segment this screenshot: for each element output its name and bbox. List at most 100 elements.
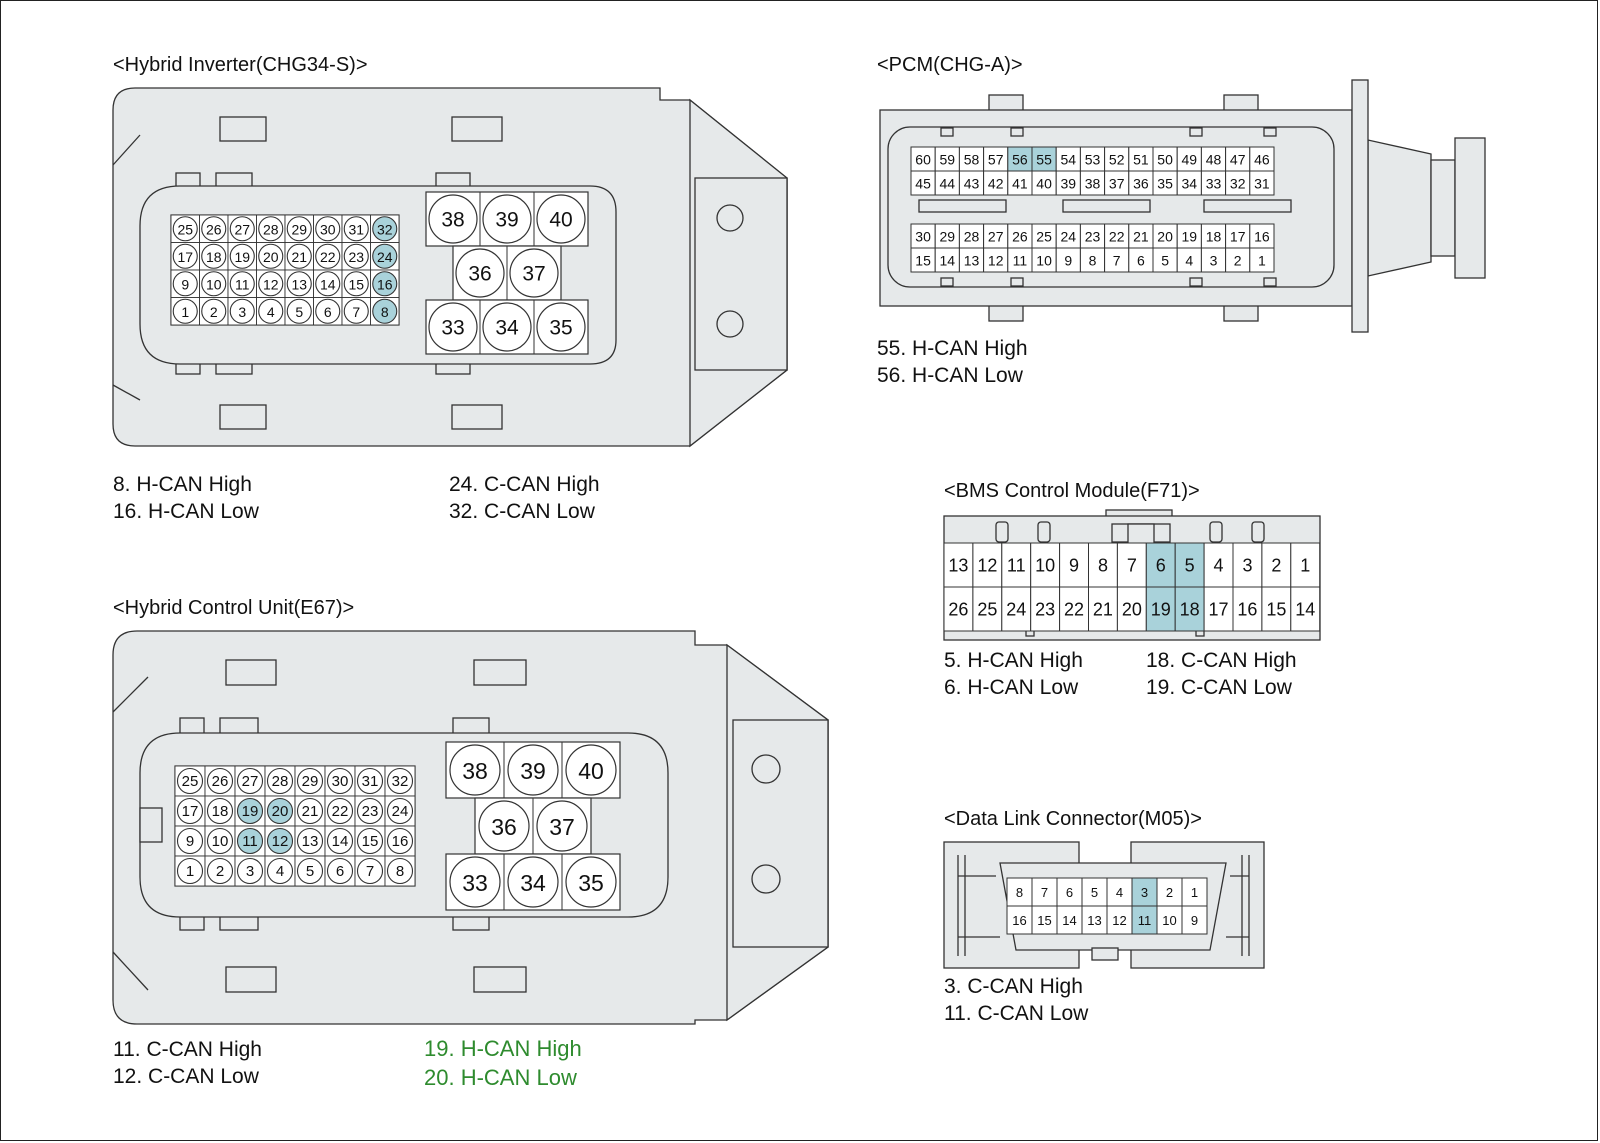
hcu-title: <Hybrid Control Unit(E67)> — [113, 597, 354, 619]
pin-number: 10 — [1035, 556, 1055, 576]
pin — [1152, 170, 1178, 196]
pin-number: 32 — [1230, 176, 1246, 192]
pin — [934, 247, 960, 273]
pin — [176, 827, 204, 855]
pin-number: 20 — [272, 803, 289, 820]
pin-number: 15 — [362, 833, 379, 850]
pin — [286, 271, 312, 297]
pin-number: 6 — [324, 304, 332, 320]
pin-number: 5 — [1185, 556, 1195, 576]
pin — [326, 827, 354, 855]
pin — [1001, 586, 1032, 632]
pin-number: 23 — [1085, 229, 1101, 245]
pin-number: 26 — [212, 773, 229, 790]
pin-number: 10 — [206, 276, 222, 292]
pin — [258, 298, 284, 324]
pin — [958, 223, 985, 249]
pin-number: 31 — [362, 773, 379, 790]
pin — [343, 216, 369, 242]
pin — [1290, 542, 1321, 588]
pin — [536, 194, 586, 244]
pin-number: 27 — [234, 221, 250, 237]
pin — [1116, 542, 1147, 588]
pin — [1007, 170, 1033, 196]
pin-number: 10 — [212, 833, 229, 850]
pin — [229, 216, 255, 242]
pin-number: 4 — [267, 304, 275, 320]
inverter-legend-item: 16. H-CAN Low — [113, 500, 260, 523]
pin-number: 10 — [1162, 913, 1176, 928]
pin-number: 24 — [392, 803, 409, 820]
pin-number: 54 — [1061, 152, 1077, 168]
pin — [1006, 905, 1033, 935]
pin-number: 9 — [186, 833, 194, 850]
pin-number: 22 — [1064, 600, 1084, 620]
pin — [296, 827, 324, 855]
pin-number: 6 — [336, 863, 344, 880]
pin — [296, 767, 324, 795]
pcm-title: <PCM(CHG-A)> — [877, 54, 1023, 76]
pin-number: 11 — [235, 276, 250, 292]
pin — [482, 194, 532, 244]
pin-number: 21 — [1133, 229, 1149, 245]
pin-number: 59 — [940, 152, 956, 168]
pin-number: 2 — [216, 863, 224, 880]
pin — [943, 542, 974, 588]
pin-number: 9 — [1069, 556, 1079, 576]
pin-number: 1 — [1258, 253, 1266, 269]
pin-number: 24 — [377, 249, 393, 265]
pin-number: 25 — [1036, 229, 1052, 245]
pin-number: 29 — [291, 221, 307, 237]
pin-number: 18 — [206, 249, 222, 265]
pin — [1106, 905, 1133, 935]
pin-number: 24 — [1061, 229, 1077, 245]
pin — [565, 856, 617, 908]
pin — [296, 857, 324, 885]
pin-number: 13 — [948, 556, 968, 576]
pin-number: 16 — [1012, 913, 1026, 928]
pin — [356, 797, 384, 825]
pin-highlighted — [372, 243, 398, 269]
pin — [449, 856, 501, 908]
pin-number: 10 — [1036, 253, 1052, 269]
pin-number: 16 — [1254, 229, 1270, 245]
pin-number: 24 — [1006, 600, 1026, 620]
pin — [1203, 586, 1234, 632]
pin-number: 51 — [1133, 152, 1149, 168]
pin-number: 1 — [186, 863, 194, 880]
inverter-legend-item: 24. C-CAN High — [449, 473, 600, 496]
pin — [455, 248, 505, 298]
pin-number: 31 — [1254, 176, 1270, 192]
pin-number: 57 — [988, 152, 1004, 168]
pin-number: 7 — [366, 863, 374, 880]
pin-number: 15 — [1266, 600, 1286, 620]
pin — [176, 857, 204, 885]
pin-highlighted — [1145, 542, 1176, 588]
pin-number: 28 — [263, 221, 279, 237]
pin-number: 32 — [377, 221, 393, 237]
pin-number: 48 — [1206, 152, 1222, 168]
pin-number: 1 — [181, 304, 189, 320]
bms-legend-item: 19. C-CAN Low — [1146, 676, 1293, 699]
pin-number: 40 — [578, 758, 604, 784]
pin — [478, 800, 530, 852]
pin-number: 18 — [212, 803, 229, 820]
pin-number: 29 — [302, 773, 319, 790]
pin-number: 8 — [1089, 253, 1097, 269]
pin — [236, 767, 264, 795]
pin-number: 6 — [1156, 556, 1166, 576]
inverter-title: <Hybrid Inverter(CHG34-S)> — [113, 54, 368, 76]
pin — [201, 216, 227, 242]
pin-number: 13 — [964, 253, 980, 269]
pin — [286, 216, 312, 242]
pin — [1181, 877, 1208, 907]
pin-number: 35 — [549, 317, 572, 340]
pin — [1225, 247, 1251, 273]
pin-number: 36 — [1133, 176, 1149, 192]
pin-number: 16 — [377, 276, 393, 292]
pin — [315, 243, 341, 269]
pin-number: 36 — [491, 814, 517, 840]
pin — [1079, 146, 1106, 172]
